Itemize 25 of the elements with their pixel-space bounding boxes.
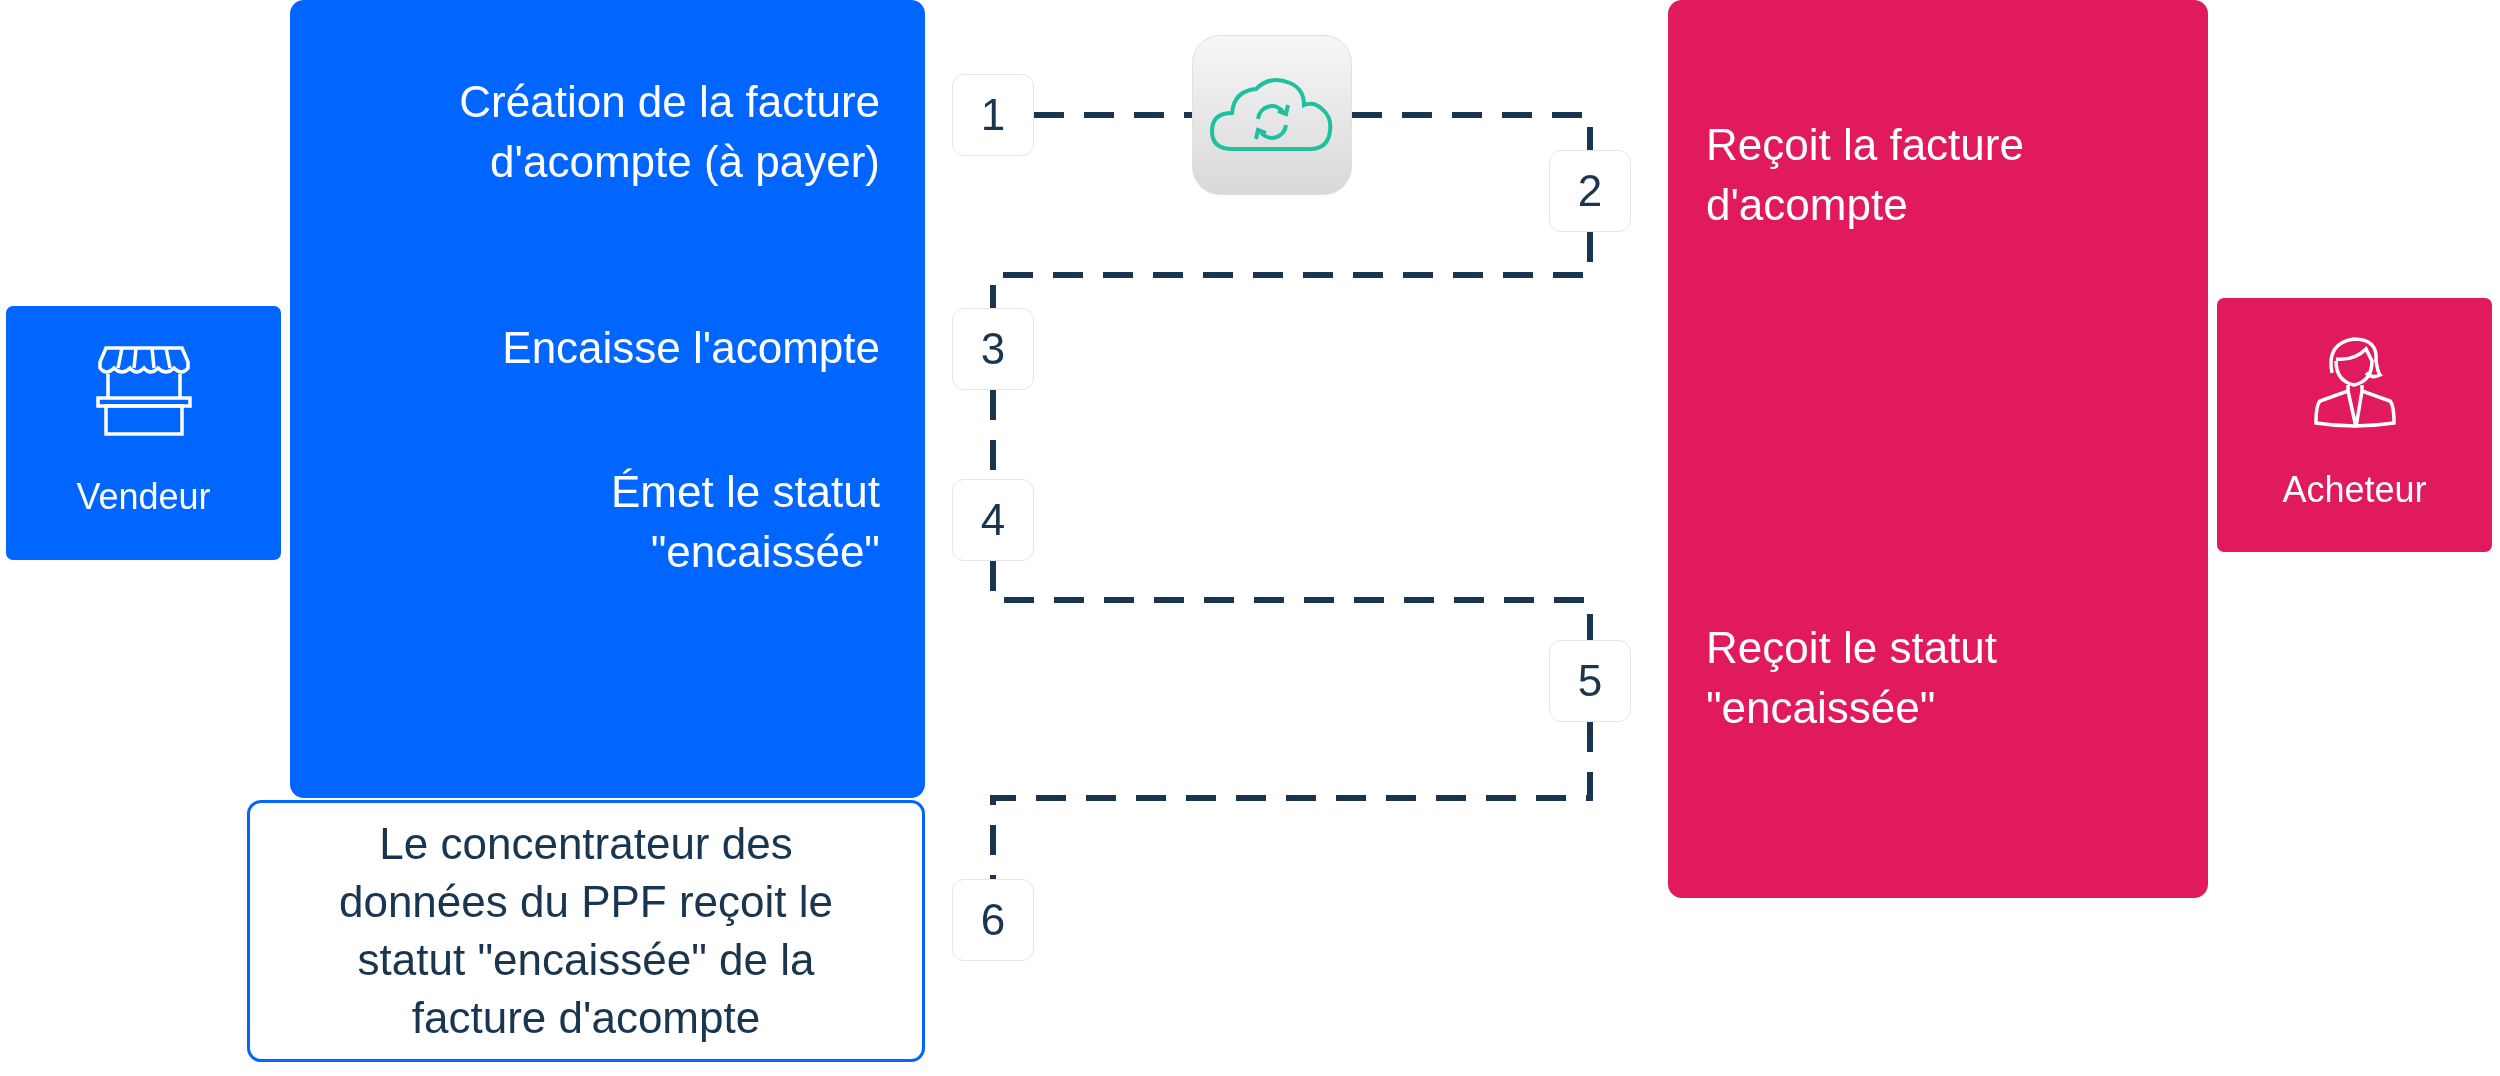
- step-text: Reçoit le statut "encaissée": [1706, 622, 1999, 734]
- cloud-tile: [1192, 35, 1352, 195]
- dashed-connector: [990, 232, 1593, 308]
- actor-label: Vendeur: [76, 475, 211, 519]
- step-number-box: 4: [952, 479, 1034, 561]
- step-number-box: 1: [952, 74, 1034, 156]
- actor-card: [3, 303, 284, 563]
- actor-card: [2214, 295, 2495, 555]
- step-text: Encaisse l'acompte: [502, 322, 880, 374]
- step-number-box: 3: [952, 308, 1034, 390]
- lane-panel: [290, 0, 925, 798]
- actor-label: Acheteur: [2282, 468, 2427, 512]
- dashed-connector: [990, 722, 1593, 879]
- dashed-connector: [1352, 112, 1593, 150]
- step-number-box: 2: [1549, 150, 1631, 232]
- dashed-connector: [1034, 112, 1192, 118]
- step-text: Reçoit la facture d'acompte: [1706, 119, 2025, 231]
- lane-panel: [1668, 0, 2208, 898]
- dashed-connector: [990, 561, 1593, 640]
- note-text: Le concentrateur des données du PPF reçoit le statut "encaissée" de la facture d'acompte: [337, 818, 835, 1044]
- step-text: Émet le statut "encaissée": [610, 466, 880, 578]
- step-text: Création de la facture d'acompte (à payer): [458, 76, 880, 188]
- step-number-box: 6: [952, 879, 1034, 961]
- step-number-box: 5: [1549, 640, 1631, 722]
- note-box: [247, 800, 925, 1062]
